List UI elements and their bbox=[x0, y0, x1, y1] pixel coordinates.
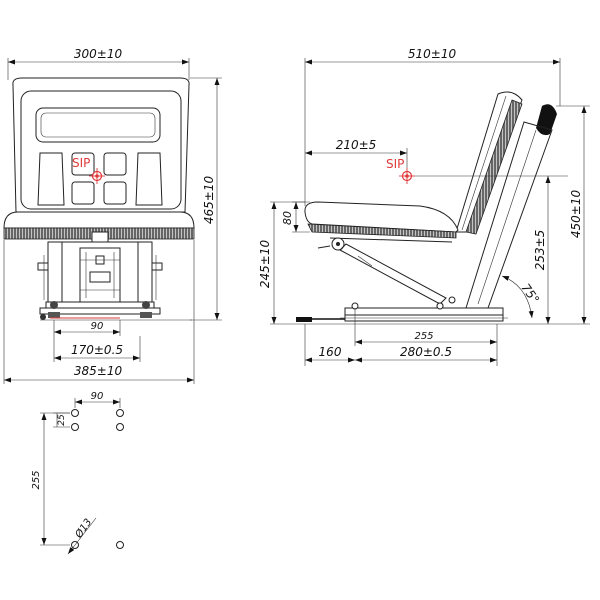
side-seat-cushion bbox=[304, 201, 459, 233]
dim-front-height-total: 465±10 bbox=[202, 176, 216, 225]
dim-side-rail-hole-spacing: 255 bbox=[414, 331, 433, 342]
side-seat-tread bbox=[307, 223, 457, 239]
front-lever-knob bbox=[40, 314, 46, 320]
front-backrest-inner bbox=[20, 90, 182, 210]
dim-side-seat-height: 245±10 bbox=[258, 240, 272, 289]
front-rail bbox=[39, 307, 161, 315]
bolt-hole-second-right bbox=[116, 423, 124, 431]
dim-side-rail-length: 280±0.5 bbox=[400, 345, 452, 359]
dim-side-back-height: 450±10 bbox=[569, 190, 583, 239]
dim-side-sip-offset: 210±5 bbox=[336, 138, 377, 152]
side-backrest-tread bbox=[465, 99, 523, 235]
side-slide-lever bbox=[296, 317, 312, 322]
front-mount-bolt-left bbox=[50, 301, 58, 309]
dim-side-front-offset: 160 bbox=[319, 345, 342, 359]
dim-front-slide-width: 170±0.5 bbox=[71, 343, 123, 357]
bolt-hole-bottom-right bbox=[116, 541, 124, 549]
dim-bolt-short-offset: 25 bbox=[57, 414, 67, 426]
dim-side-depth-total: 510±10 bbox=[408, 47, 457, 61]
angle-arc bbox=[501, 275, 534, 319]
bolt-hole-top-right bbox=[116, 409, 124, 417]
dim-front-width-top: 300±10 bbox=[74, 47, 123, 61]
dim-bolt-length: 255 bbox=[31, 470, 42, 489]
dim-front-hole-spacing: 90 bbox=[91, 321, 104, 332]
bolt-hole-second-left bbox=[71, 423, 79, 431]
bolt-hole-top-left bbox=[71, 409, 79, 417]
front-mount-bolt-right bbox=[142, 301, 150, 309]
side-rail bbox=[344, 307, 504, 316]
dim-side-cushion-height: 80 bbox=[281, 211, 294, 225]
front-seat-cushion bbox=[3, 211, 195, 229]
bolt-hole-bottom-left bbox=[71, 541, 79, 549]
side-armrest-knob bbox=[536, 104, 557, 136]
front-backrest bbox=[12, 77, 190, 213]
side-sip-label: SIP bbox=[386, 157, 404, 171]
dim-side-sip-height: 253±5 bbox=[533, 230, 547, 271]
front-view: SIP 300±10 465±10 90 170±0.5 385±10 bbox=[3, 47, 222, 384]
front-sip-label: SIP bbox=[72, 156, 90, 170]
front-handle-slot bbox=[35, 107, 161, 143]
dim-front-base-width: 385±10 bbox=[74, 364, 123, 378]
dim-bolt-hole-diameter: Ø13 bbox=[72, 516, 94, 541]
dim-bolt-width: 90 bbox=[91, 391, 104, 402]
bolt-pattern-view: 90 25 255 Ø13 bbox=[31, 391, 124, 555]
side-view: SIP 510±10 210±5 80 245±10 253±5 450±10 … bbox=[258, 47, 590, 366]
dim-side-angle: 75° bbox=[518, 281, 542, 306]
